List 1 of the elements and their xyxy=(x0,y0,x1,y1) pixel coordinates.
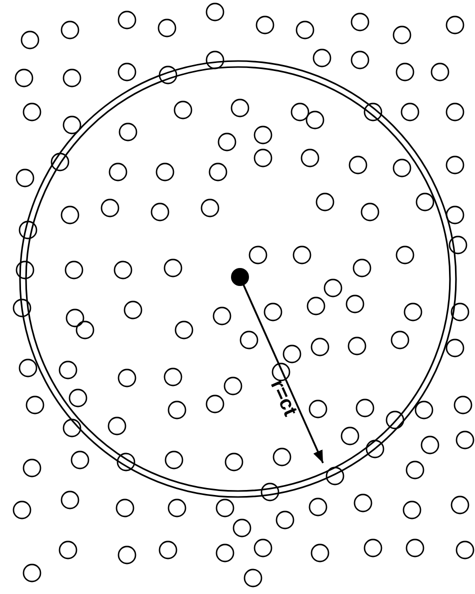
radius-label: r=ct xyxy=(266,376,300,420)
